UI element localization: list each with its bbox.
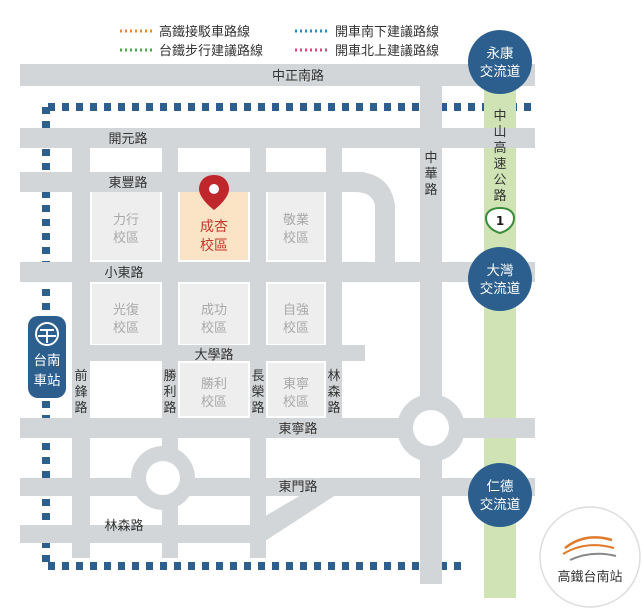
legend-label-northbound: 開車北上建議路線 (335, 43, 439, 59)
road-label-freeway-3: 高 (493, 140, 506, 156)
road-dongfeng (20, 172, 365, 192)
road-label-shengli-3: 路 (163, 400, 176, 416)
road-label-linsen-v-3: 路 (327, 400, 340, 416)
tainan-station-line2: 車站 (34, 373, 61, 389)
interchange-dawan: 大灣 交流道 (468, 247, 532, 311)
road-qianfeng (72, 128, 90, 558)
road-label-linsen-v-1: 林 (327, 369, 340, 384)
road-label-changrong-1: 長 (251, 369, 264, 384)
road-label-zhongzheng: 中正南路 (272, 68, 324, 84)
campus-guangfu-line1: 光復 (113, 302, 139, 318)
road-changrong (250, 128, 266, 558)
roundabout-dongmen-center (146, 461, 180, 495)
hsr-tainan-station-label: 高鐵台南站 (557, 569, 622, 585)
road-label-freeway-4: 速 (493, 157, 506, 172)
legend-label-hsr-shuttle: 高鐵接駁車路線 (159, 24, 250, 40)
road-label-zhonghua-2: 華 (424, 167, 437, 182)
road-zhongzheng (20, 64, 535, 86)
road-label-freeway-2: 山 (493, 125, 506, 140)
interchange-yongkang-line1: 永康 (487, 45, 515, 62)
road-label-kaiyuan: 開元路 (108, 131, 147, 147)
taiwan-railway-logo-icon (35, 322, 59, 346)
freeway-shield-number: 1 (496, 214, 504, 228)
road-label-zhonghua-1: 中 (424, 151, 437, 166)
road-kaiyuan (20, 128, 535, 148)
road-label-qianfeng-3: 路 (74, 400, 87, 416)
road-label-freeway-6: 路 (493, 188, 506, 204)
legend-label-tra-walk: 台鐵步行建議路線 (159, 43, 263, 59)
road-label-linsen-v-2: 森 (327, 385, 340, 400)
road-label-linsen: 林森路 (104, 518, 143, 534)
interchange-dawan-line1: 大灣 (487, 263, 514, 279)
road-label-shengli-1: 勝 (163, 369, 176, 384)
road-label-freeway-1: 中 (493, 109, 506, 124)
interchange-rende-line2: 交流道 (480, 496, 521, 513)
block-guangfu (92, 284, 160, 344)
road-label-dongfeng: 東豐路 (108, 175, 147, 191)
campus-guangfu-line2: 校區 (113, 320, 139, 336)
campus-dongning-line1: 東寧 (283, 376, 309, 392)
block-chenggong (180, 284, 248, 344)
block-dongning (268, 363, 324, 416)
campus-chengxing-line1: 成杏 (200, 219, 228, 235)
campus-ziqiang-line1: 自強 (283, 303, 309, 318)
road-label-freeway-5: 公 (493, 173, 506, 188)
road-label-dongmen: 東門路 (278, 479, 317, 495)
road-network (20, 64, 535, 584)
road-label-daxue: 大學路 (194, 347, 233, 363)
campus-lixing-line1: 力行 (113, 213, 139, 228)
interchange-rende: 仁德 交流道 (468, 463, 532, 527)
campus-shengli-line2: 校區 (201, 394, 227, 410)
roundabout-dongning-center (413, 410, 449, 446)
block-ziqiang (268, 284, 324, 344)
high-speed-rail-logo-icon (562, 536, 617, 561)
hsr-tainan-station: 高鐵台南站 (539, 506, 641, 608)
road-label-zhonghua-3: 路 (424, 182, 437, 198)
campus-jingye-line2: 校區 (283, 230, 309, 246)
road-dongfeng-curve (355, 172, 395, 262)
road-label-changrong-3: 路 (251, 400, 264, 416)
campus-chenggong-line2: 校區 (201, 320, 227, 336)
freeway-shield-icon: 1 (484, 206, 516, 235)
campus-chenggong-line1: 成功 (201, 303, 227, 318)
legend: 高鐵接駁車路線 台鐵步行建議路線 開車南下建議路線 開車北上建議路線 (120, 24, 439, 59)
block-lixing (92, 192, 160, 260)
road-label-changrong-2: 榮 (251, 385, 264, 400)
interchange-yongkang-line2: 交流道 (480, 63, 521, 80)
campus-shengli-line1: 勝利 (201, 377, 227, 392)
interchange-yongkang: 永康 交流道 (468, 30, 532, 94)
block-jingye (268, 192, 324, 260)
road-daxue (90, 345, 365, 361)
block-shengli (180, 363, 248, 416)
tainan-station-line1: 台南 (34, 353, 61, 369)
road-label-xiaodong: 小東路 (104, 265, 143, 281)
road-labels: 中正南路 開元路 東豐路 小東路 大學路 東寧路 東門路 林森路 前 鋒 路 勝… (74, 68, 506, 534)
tainan-station: 台南 車站 (28, 316, 66, 398)
campus-jingye-line1: 敬業 (283, 212, 309, 228)
campus-chengxing-line2: 校區 (200, 237, 228, 254)
road-linsen (20, 478, 362, 543)
campus-blocks (92, 192, 324, 416)
campus-lixing-line2: 校區 (113, 230, 139, 246)
interchange-rende-line1: 仁德 (487, 479, 514, 495)
campus-labels: 力行 校區 成杏 校區 敬業 校區 光復 校區 成功 校區 自強 校區 勝利 校… (113, 212, 309, 410)
campus-ziqiang-line2: 校區 (283, 320, 309, 336)
road-label-qianfeng-2: 鋒 (74, 384, 87, 400)
road-label-qianfeng-1: 前 (74, 368, 87, 384)
map-pin-icon (199, 175, 229, 210)
road-label-shengli-2: 利 (163, 385, 176, 400)
road-label-dongning: 東寧路 (278, 421, 317, 437)
legend-label-southbound: 開車南下建議路線 (335, 24, 439, 40)
road-xiaodong (20, 262, 535, 282)
road-linsen-v (326, 128, 342, 433)
campus-dongning-line2: 校區 (283, 394, 309, 410)
interchange-dawan-line2: 交流道 (480, 280, 521, 297)
